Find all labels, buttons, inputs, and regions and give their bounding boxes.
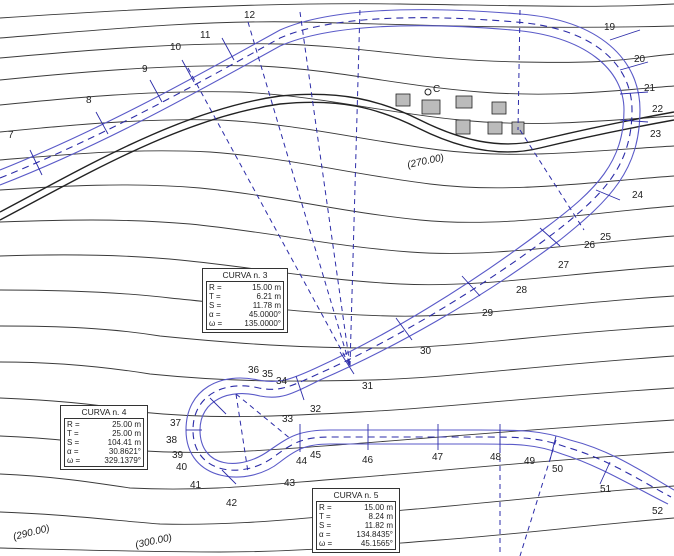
curve-5-table: CURVA n. 5 R =15.00 m T =8.24 m S =11.82… xyxy=(312,488,400,553)
station-label: 21 xyxy=(644,83,656,94)
station-label: 43 xyxy=(284,478,296,489)
station-label: 40 xyxy=(176,462,188,473)
curve-3-tangent: T =6.21 m xyxy=(209,292,281,301)
station-label: 34 xyxy=(276,376,288,387)
station-label: 7 xyxy=(8,130,14,141)
curve-3-values: R =15.00 m T =6.21 m S =11.78 m α =45.00… xyxy=(206,281,284,330)
curve-4-omega: ω =329.1379° xyxy=(67,456,141,465)
curve-3-table: CURVA n. 3 R =15.00 m T =6.21 m S =11.78… xyxy=(202,268,288,333)
curve-radii xyxy=(187,7,585,556)
curve-4-values: R =25.00 m T =25.00 m S =104.41 m α =30.… xyxy=(64,418,144,467)
station-label: 47 xyxy=(432,452,444,463)
curve-5-radius: R =15.00 m xyxy=(319,503,393,512)
station-label: 22 xyxy=(652,104,664,115)
curve-5-title: CURVA n. 5 xyxy=(333,490,379,500)
station-ticks xyxy=(29,29,649,485)
station-labels: 7 8 9 10 11 12 19 20 21 22 23 24 25 26 2… xyxy=(8,10,664,517)
station-label: 27 xyxy=(558,260,570,271)
station-label: 10 xyxy=(170,42,182,53)
station-label: 38 xyxy=(166,435,178,446)
curve-3-title: CURVA n. 3 xyxy=(222,270,268,280)
curve-3-arc-length: S =11.78 m xyxy=(209,301,281,310)
station-label: 36 xyxy=(248,365,260,376)
contour-label-290: (290.00) xyxy=(12,523,51,543)
contour-label-270: (270.00) xyxy=(406,152,445,171)
curve-5-values: R =15.00 m T =8.24 m S =11.82 m α =134.8… xyxy=(316,501,396,550)
station-label: 26 xyxy=(584,240,596,251)
station-label: 46 xyxy=(362,455,374,466)
station-label: 50 xyxy=(552,464,564,475)
station-label: 19 xyxy=(604,22,616,33)
station-label: 24 xyxy=(632,190,644,201)
curve-4-title: CURVA n. 4 xyxy=(81,407,127,417)
station-label: 48 xyxy=(490,452,502,463)
designed-road xyxy=(0,9,674,505)
station-label: 20 xyxy=(634,54,646,65)
curve-3-omega: ω =135.0000° xyxy=(209,319,281,328)
station-label: 33 xyxy=(282,414,294,425)
station-label: 25 xyxy=(600,232,612,243)
station-label: 42 xyxy=(226,498,238,509)
curve-4-table: CURVA n. 4 R =25.00 m T =25.00 m S =104.… xyxy=(60,405,148,470)
station-label: 11 xyxy=(200,30,211,41)
existing-road xyxy=(0,93,674,221)
station-label: 31 xyxy=(362,381,374,392)
station-label: 8 xyxy=(86,95,92,106)
station-label: 45 xyxy=(310,450,322,461)
curve-5-tangent: T =8.24 m xyxy=(319,512,393,521)
curve-4-radius: R =25.00 m xyxy=(67,420,141,429)
curve-3-radius: R =15.00 m xyxy=(209,283,281,292)
station-label: 39 xyxy=(172,450,184,461)
curve-5-alpha: α =134.8435° xyxy=(319,530,393,539)
curve-5-arc-length: S =11.82 m xyxy=(319,521,393,530)
curve-4-alpha: α =30.8621° xyxy=(67,447,141,456)
station-label: 44 xyxy=(296,456,308,467)
station-label: 37 xyxy=(170,418,182,429)
station-label: 35 xyxy=(262,369,274,380)
curve-5-omega: ω =45.1565° xyxy=(319,539,393,548)
buildings xyxy=(395,88,525,135)
station-label: 41 xyxy=(190,480,202,491)
station-label: 12 xyxy=(244,10,256,21)
contour-label-300: (300.00) xyxy=(134,532,173,551)
station-label: 29 xyxy=(482,308,494,319)
station-label: 28 xyxy=(516,285,528,296)
station-label: 23 xyxy=(650,129,662,140)
curve-3-alpha: α =45.0000° xyxy=(209,310,281,319)
curve-4-tangent: T =25.00 m xyxy=(67,429,141,438)
station-label: 51 xyxy=(600,484,612,495)
point-marker-c: C xyxy=(433,84,440,95)
station-label: 30 xyxy=(420,346,432,357)
curve-4-arc-length: S =104.41 m xyxy=(67,438,141,447)
station-label: 49 xyxy=(524,456,536,467)
station-label: 9 xyxy=(142,64,148,75)
station-label: 32 xyxy=(310,404,322,415)
station-label: 52 xyxy=(652,506,664,517)
